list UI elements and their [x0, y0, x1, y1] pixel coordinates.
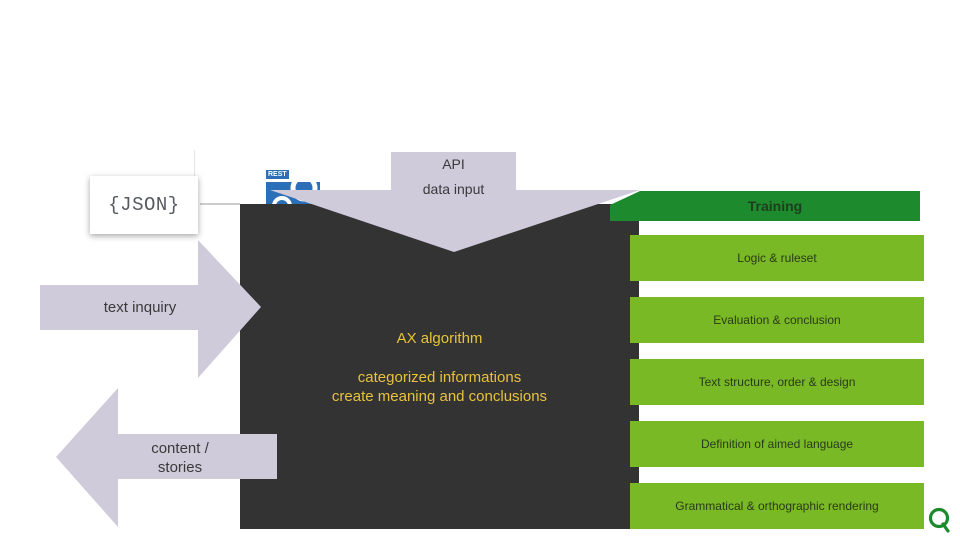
api-input-arrow [270, 152, 640, 252]
training-step-rendering: Grammatical & orthographic rendering [630, 483, 924, 529]
core-line-2: create meaning and conclusions [331, 388, 548, 405]
training-header: Training [747, 198, 803, 214]
training-step-label: Grammatical & orthographic rendering [675, 499, 879, 513]
training-step-language: Definition of aimed language [630, 421, 924, 467]
text-inquiry-arrow [40, 240, 261, 378]
training-step-label: Logic & ruleset [737, 251, 817, 265]
q-brand-icon [928, 507, 950, 533]
training-step-label: Text structure, order & design [698, 375, 856, 389]
data-input-label: data input [422, 181, 485, 197]
content-label: content / [151, 440, 209, 457]
training-step-evaluation: Evaluation & conclusion [630, 297, 924, 343]
json-logo-text: {JSON} [108, 194, 180, 216]
content-output-arrow [56, 388, 277, 527]
stories-label: stories [157, 459, 203, 476]
json-logo: {JSON} [90, 176, 198, 234]
core-title: AX algorithm [396, 330, 483, 347]
logo-connector [200, 203, 240, 205]
core-line-1: categorized informations [357, 369, 522, 386]
training-step-label: Definition of aimed language [700, 437, 854, 451]
training-step-logic: Logic & ruleset [630, 235, 924, 281]
training-step-structure: Text structure, order & design [630, 359, 924, 405]
logo-divider [194, 150, 195, 200]
api-label: API [442, 156, 465, 172]
training-header-banner [610, 191, 920, 221]
text-inquiry-label: text inquiry [103, 299, 177, 316]
ax-algorithm-box [240, 204, 639, 529]
training-step-label: Evaluation & conclusion [713, 313, 841, 327]
rest-logo-text: REST [266, 170, 289, 179]
